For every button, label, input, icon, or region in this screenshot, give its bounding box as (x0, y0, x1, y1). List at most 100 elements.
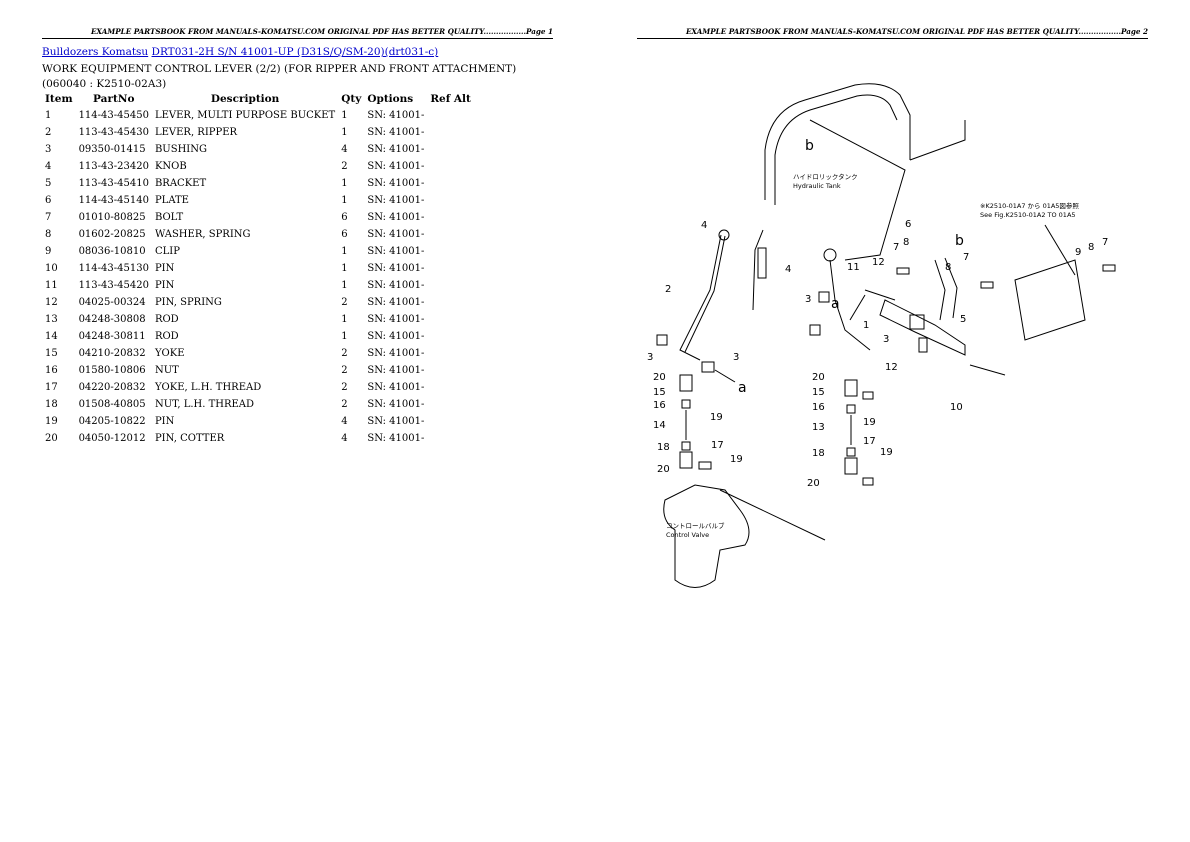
cell-qty: 1 (341, 263, 348, 274)
yoke-15-left (679, 374, 693, 392)
cell-desc: BOLT (154, 212, 184, 223)
cell-desc: BRACKET (154, 178, 207, 189)
cell-qty: 1 (341, 280, 348, 291)
link-model[interactable]: DRT031-2H S/N 41001-UP (D31S/Q/SM-20)(dr… (151, 46, 439, 58)
cell-partno: 01602-20825 (78, 229, 146, 240)
spring-pin-12 (918, 337, 928, 353)
cell-opt: SN: 41001- (367, 212, 425, 223)
yoke-17-right (844, 457, 858, 475)
cell-ref (427, 277, 474, 294)
note-en: See Fig.K2510-01A2 TO 01A5 (980, 211, 1076, 219)
cell-opt: SN: 41001- (367, 280, 425, 291)
label-b-right: b (955, 233, 964, 249)
svg-text:6: 6 (905, 219, 911, 230)
nut-18-left (681, 441, 691, 451)
cell-partno: 01010-80825 (78, 212, 146, 223)
cell-opt: SN: 41001- (367, 144, 425, 155)
cell-opt: SN: 41001- (367, 331, 425, 342)
cell-opt: SN: 41001- (367, 348, 425, 359)
lever-2 (679, 234, 722, 361)
cell-opt: SN: 41001- (367, 382, 425, 393)
cell-partno: 09350-01415 (78, 144, 146, 155)
cell-item: 5 (45, 178, 52, 189)
cell-opt: SN: 41001- (367, 365, 425, 376)
bolt-7-b (980, 281, 994, 289)
cell-desc: ROD (154, 331, 179, 342)
bolt-7-a (896, 267, 910, 275)
side-bracket (1014, 259, 1086, 341)
cell-partno: 113-43-45410 (78, 178, 149, 189)
tank-slot (757, 247, 767, 279)
cell-ref (427, 158, 474, 175)
tank-outline (764, 83, 911, 200)
cell-partno: 04025-00324 (78, 297, 146, 308)
cell-partno: 113-43-45420 (78, 280, 149, 291)
cell-partno: 01580-10806 (78, 365, 146, 376)
col-qty: Qty (341, 92, 362, 105)
svg-text:19: 19 (730, 454, 743, 465)
exploded-parts-diagram: 4 2 3 3 20 15 16 14 18 17 20 19 19 4 3 1… (647, 83, 1116, 588)
svg-text:8: 8 (1088, 242, 1094, 253)
cell-opt: SN: 41001- (367, 263, 425, 274)
cell-item: 4 (45, 161, 52, 172)
link-bulldozers-komatsu[interactable]: Bulldozers Komatsu (42, 46, 149, 58)
cell-qty: 1 (341, 331, 348, 342)
plate-6-edge (944, 257, 958, 319)
cell-item: 8 (45, 229, 52, 240)
label-a-left: a (738, 380, 747, 396)
cell-item: 17 (45, 382, 58, 393)
cell-item: 11 (45, 280, 58, 291)
cell-item: 7 (45, 212, 52, 223)
cell-qty: 1 (341, 127, 348, 138)
bushing-3-right (701, 361, 715, 373)
yoke-17-left (679, 451, 693, 469)
cell-opt: SN: 41001- (367, 195, 425, 206)
cell-partno: 04220-20832 (78, 382, 146, 393)
cell-ref (427, 328, 474, 345)
cell-desc: PIN (154, 263, 175, 274)
cell-ref (427, 209, 474, 226)
cell-desc: ROD (154, 314, 179, 325)
pin-10 (969, 364, 1006, 376)
page-2: EXAMPLE PARTSBOOK FROM MANUALS-KOMATSU.C… (595, 0, 1190, 842)
cell-ref (427, 379, 474, 396)
cell-partno: 114-43-45450 (78, 110, 149, 121)
valve-link-line (719, 489, 826, 541)
cell-partno: 08036-10810 (78, 246, 146, 257)
yoke-15-right (844, 379, 858, 397)
svg-text:1: 1 (863, 320, 869, 331)
svg-text:3: 3 (883, 334, 889, 345)
svg-text:2: 2 (665, 284, 671, 295)
tank-inner (774, 94, 898, 205)
block-mid (909, 314, 925, 330)
cell-desc: PIN (154, 416, 175, 427)
svg-text:19: 19 (880, 447, 893, 458)
cell-qty: 1 (341, 246, 348, 257)
cell-qty: 1 (341, 110, 348, 121)
svg-text:20: 20 (657, 464, 670, 475)
cell-ref (427, 345, 474, 362)
arrow-a-left (714, 369, 736, 383)
svg-text:19: 19 (710, 412, 723, 423)
cell-desc: YOKE (154, 348, 185, 359)
bushing-3-lower (809, 324, 821, 336)
svg-text:15: 15 (653, 387, 666, 398)
cell-ref (427, 413, 474, 430)
svg-text:15: 15 (812, 387, 825, 398)
cell-partno: 113-43-45430 (78, 127, 149, 138)
cell-item: 18 (45, 399, 58, 410)
label-a-right: a (831, 296, 840, 312)
cell-qty: 2 (341, 161, 348, 172)
cell-item: 13 (45, 314, 58, 325)
page-header: EXAMPLE PARTSBOOK FROM MANUALS-KOMATSU.C… (42, 26, 553, 39)
cell-item: 15 (45, 348, 58, 359)
cell-qty: 2 (341, 297, 348, 308)
plate-6 (934, 259, 946, 321)
cell-ref (427, 124, 474, 141)
cell-partno: 04248-30808 (78, 314, 146, 325)
